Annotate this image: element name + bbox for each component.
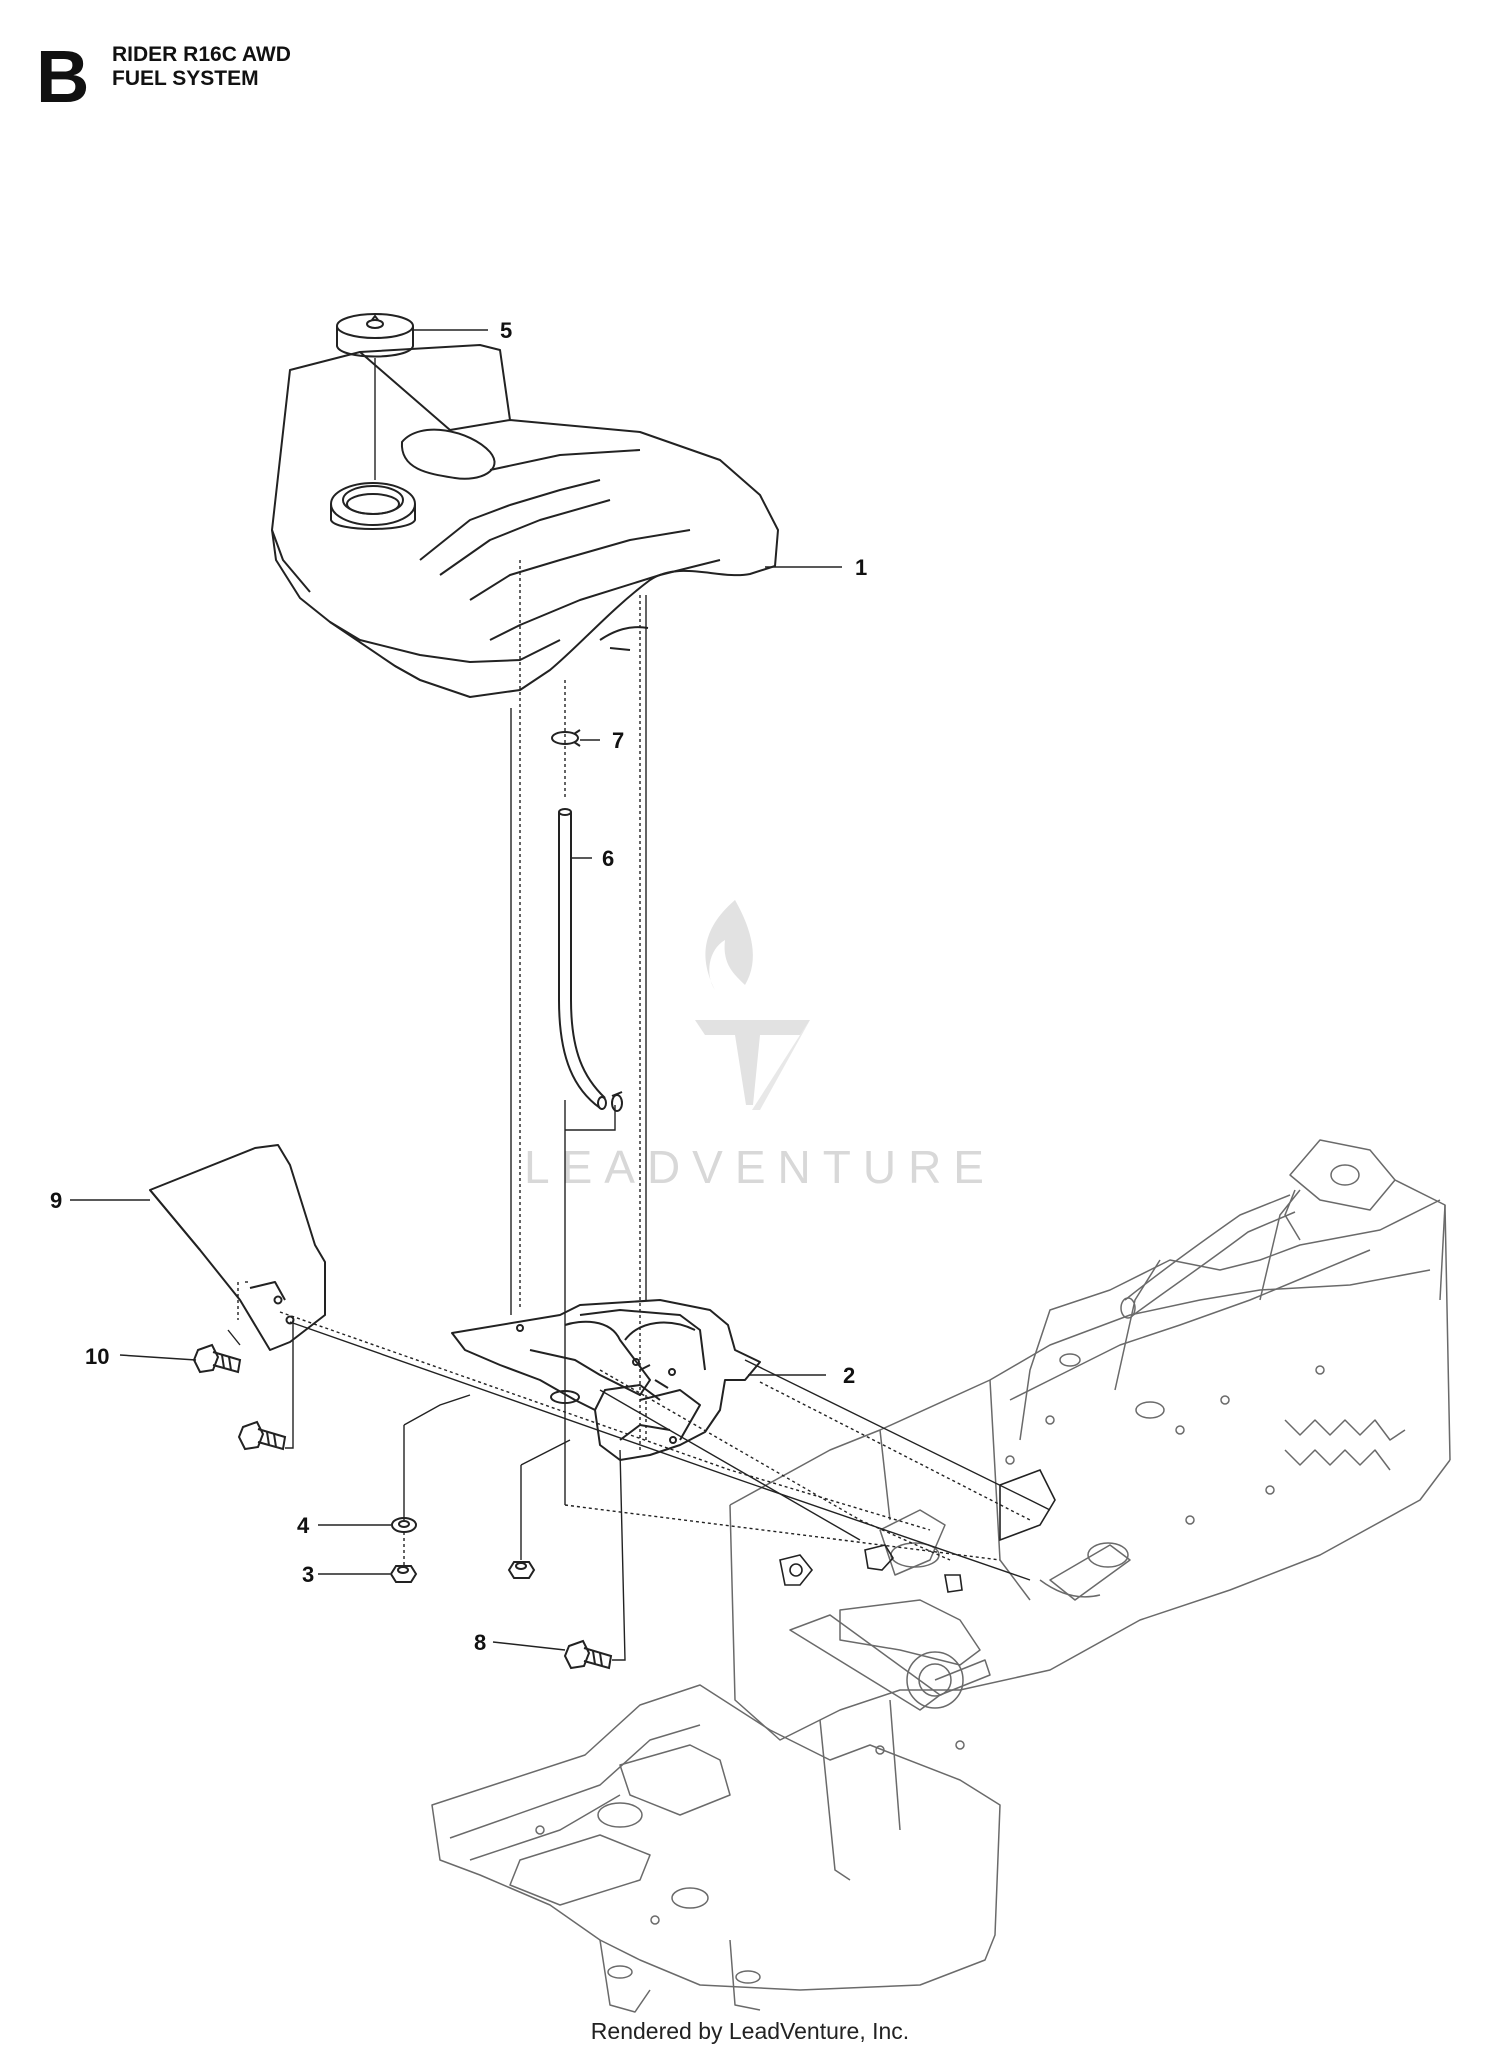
callout-10: 10 xyxy=(85,1344,197,1369)
nut xyxy=(389,1565,418,1583)
svg-text:2: 2 xyxy=(843,1363,855,1388)
svg-text:6: 6 xyxy=(602,846,614,871)
callout-7: 7 xyxy=(580,728,624,753)
frame-hardware xyxy=(779,1468,1056,1593)
footer-credit: Rendered by LeadVenture, Inc. xyxy=(590,2018,910,2044)
nut-middle xyxy=(507,1561,536,1579)
callout-8: 8 xyxy=(474,1630,566,1655)
bolt-upper xyxy=(192,1343,242,1374)
model-name: RIDER R16C AWD xyxy=(112,43,291,66)
svg-text:5: 5 xyxy=(500,318,512,343)
callout-4: 4 xyxy=(297,1513,391,1538)
mower-frame xyxy=(431,1139,1451,2013)
fuel-hose xyxy=(558,808,623,1112)
svg-text:4: 4 xyxy=(297,1513,310,1538)
svg-text:8: 8 xyxy=(474,1630,486,1655)
svg-text:7: 7 xyxy=(612,728,624,753)
washer xyxy=(391,1517,417,1533)
diagram-title: RIDER R16C AWD FUEL SYSTEM xyxy=(112,43,291,91)
callout-3: 3 xyxy=(302,1562,390,1587)
tank-support xyxy=(451,1299,761,1461)
callout-2: 2 xyxy=(748,1363,855,1388)
system-name: FUEL SYSTEM xyxy=(112,67,259,90)
callout-6: 6 xyxy=(572,846,614,871)
hose-clamp-top xyxy=(551,729,581,747)
fuel-tank xyxy=(271,344,779,698)
bolt-middle xyxy=(237,1420,287,1451)
callout-labels: 5 1 7 6 9 10 2 4 xyxy=(50,318,867,1655)
watermark: LEADVENTURE xyxy=(524,900,996,1193)
svg-text:3: 3 xyxy=(302,1562,314,1587)
svg-text:10: 10 xyxy=(85,1344,109,1369)
assembly-lines xyxy=(227,358,1051,1661)
flame-v-logo-icon xyxy=(695,900,810,1110)
svg-text:9: 9 xyxy=(50,1188,62,1213)
callout-9: 9 xyxy=(50,1188,150,1213)
bolt-lower xyxy=(563,1639,613,1670)
svg-text:1: 1 xyxy=(855,555,867,580)
callout-1: 1 xyxy=(765,555,867,580)
callout-5: 5 xyxy=(414,318,512,343)
section-letter: B xyxy=(36,35,90,118)
side-bracket xyxy=(149,1144,326,1351)
watermark-text: LEADVENTURE xyxy=(524,1141,996,1193)
fuel-cap xyxy=(336,313,414,358)
